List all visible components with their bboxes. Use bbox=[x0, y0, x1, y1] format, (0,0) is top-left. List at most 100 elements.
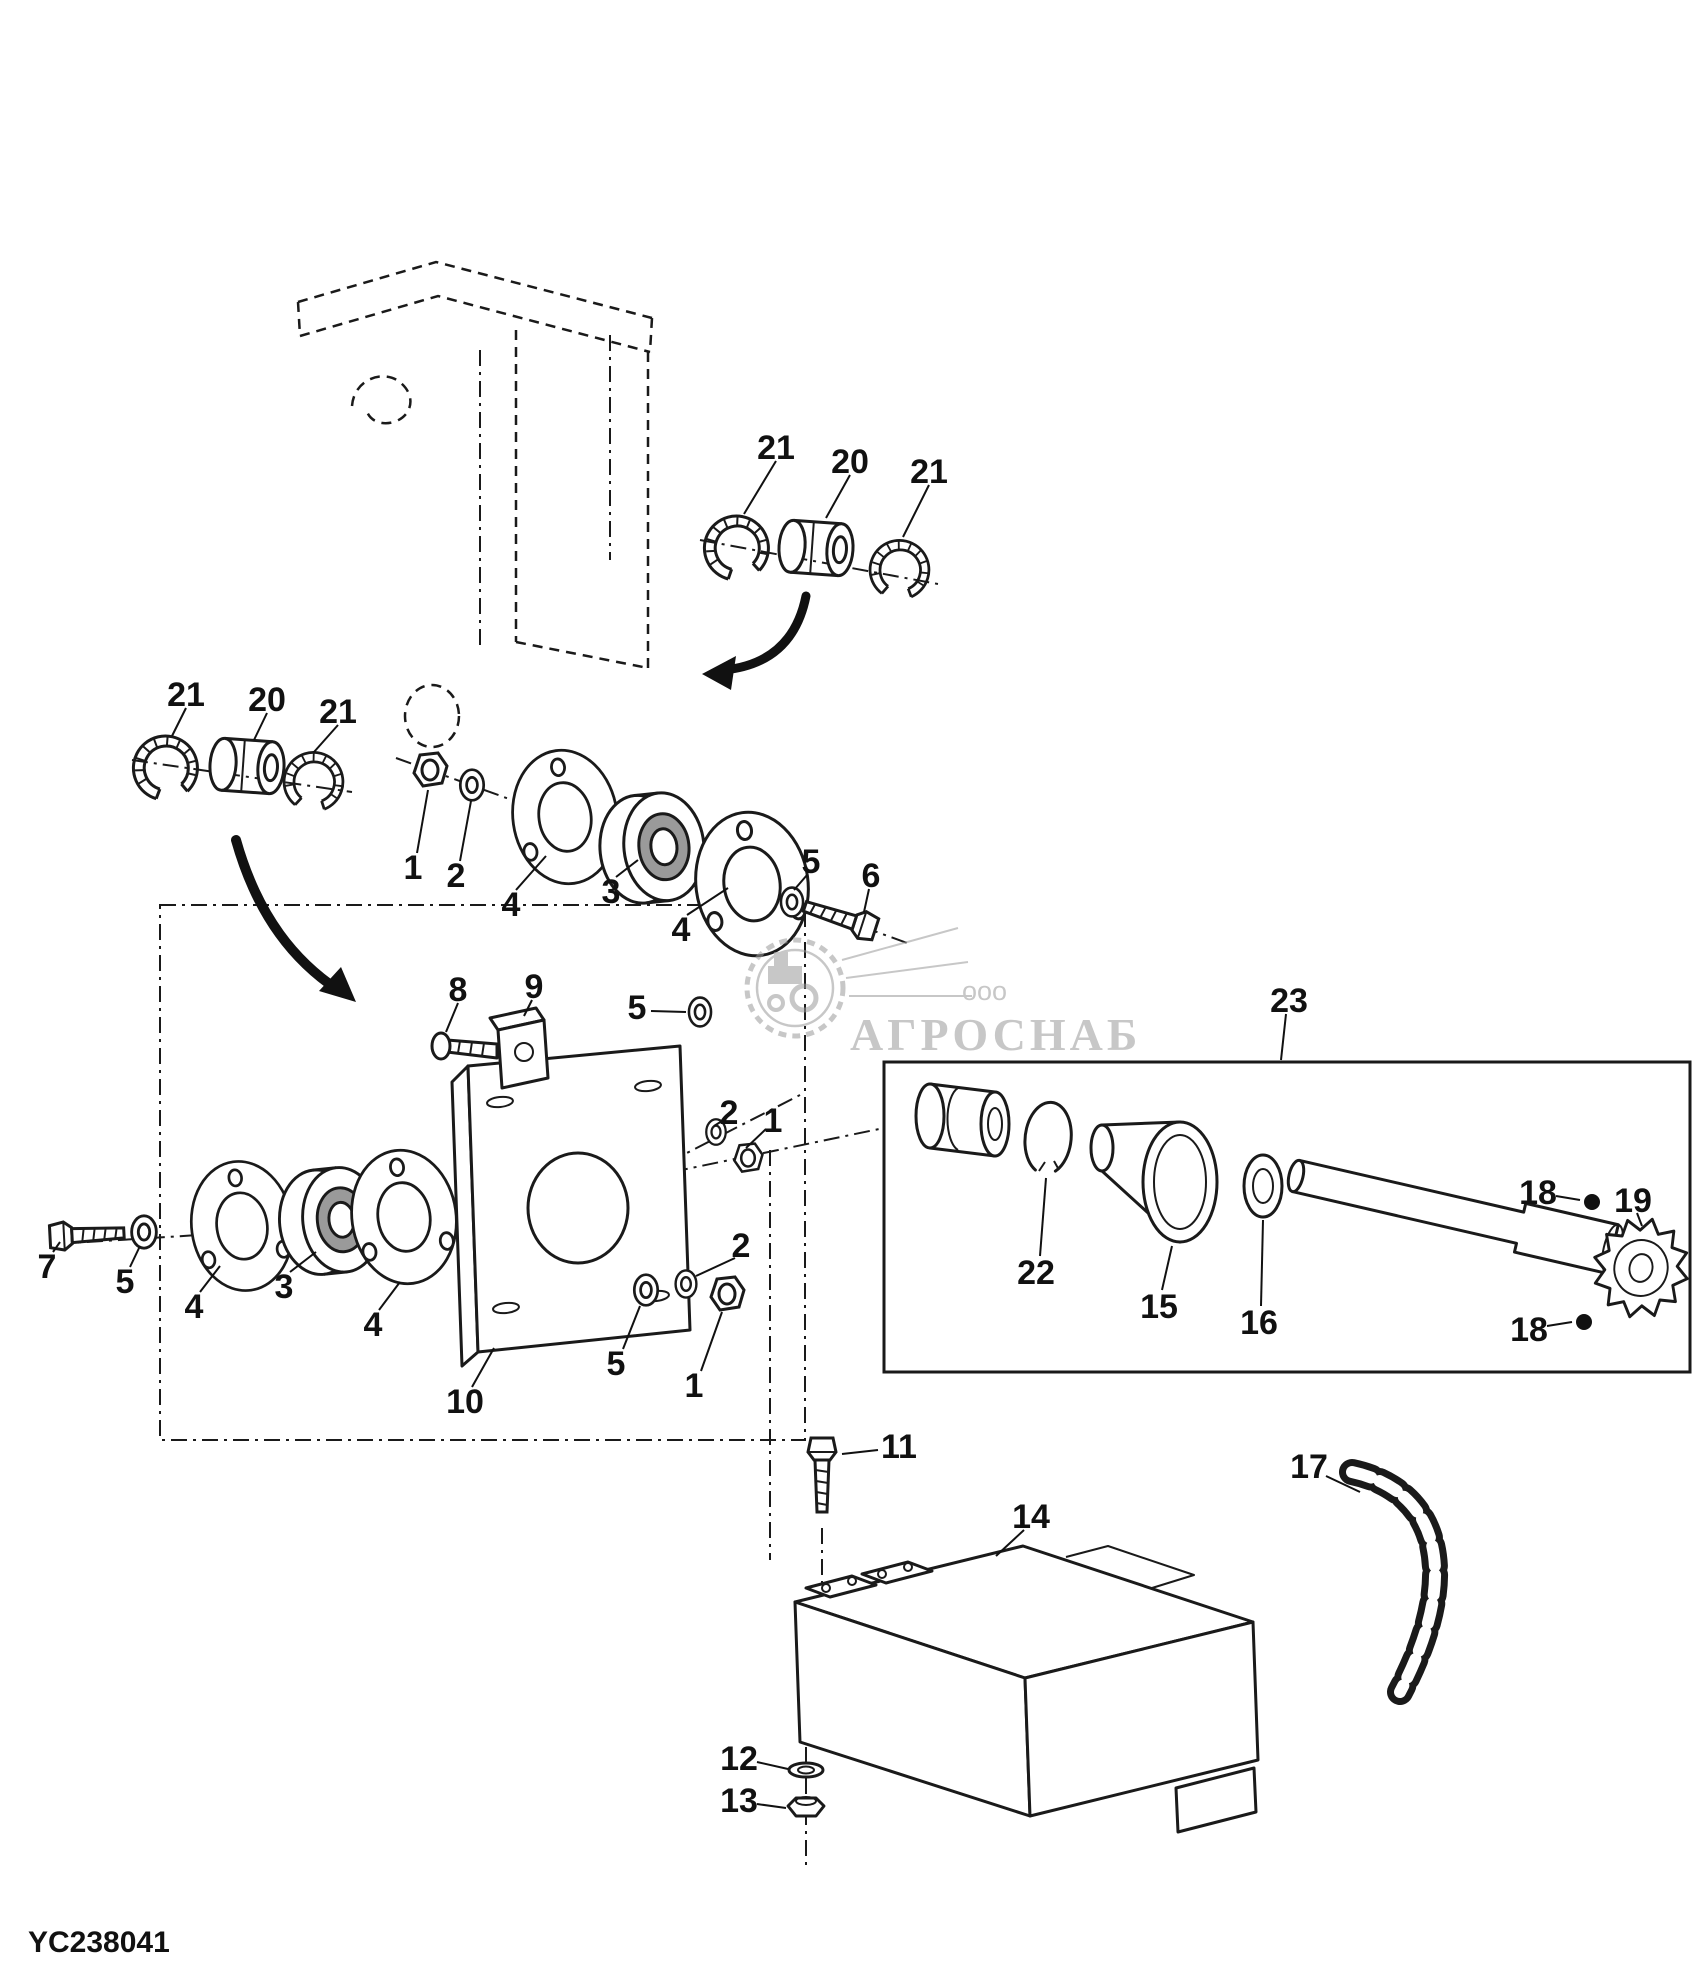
callout-label-9: 9 bbox=[525, 968, 544, 1006]
callout-label-16: 16 bbox=[1240, 1304, 1278, 1342]
support-channel bbox=[793, 1544, 1260, 1834]
callout-leader-7 bbox=[52, 1241, 61, 1253]
pad-hole bbox=[877, 1569, 887, 1579]
callout-label-21: 21 bbox=[167, 676, 205, 714]
callout-label-3: 3 bbox=[602, 873, 621, 911]
frame-outline-dashed bbox=[296, 260, 654, 749]
callout-leader-23 bbox=[1280, 1013, 1287, 1061]
channel-right-face bbox=[1023, 1620, 1260, 1818]
frame-bearing-hole-dashed bbox=[403, 683, 461, 749]
callout-label-4: 4 bbox=[364, 1306, 383, 1344]
roller-chain bbox=[1339, 1459, 1449, 1705]
callout-label-21: 21 bbox=[910, 453, 948, 491]
callout-leader-21 bbox=[902, 484, 930, 538]
callout-leader-18 bbox=[1555, 1195, 1581, 1201]
callout-label-19: 19 bbox=[1614, 1182, 1652, 1220]
plate-slot bbox=[486, 1095, 514, 1109]
callout-leader-11 bbox=[841, 1449, 879, 1455]
watermark-name: АГРОСНАБ bbox=[850, 1009, 1141, 1060]
callout-leader-3 bbox=[615, 859, 639, 878]
mounting-plate-group bbox=[430, 996, 764, 1368]
plate-slot bbox=[492, 1301, 520, 1315]
callout-leader-1 bbox=[416, 789, 429, 854]
bushing-kit-top bbox=[697, 509, 936, 604]
callout-leader-16 bbox=[1260, 1219, 1264, 1307]
callout-leader-10 bbox=[471, 1347, 495, 1388]
callout-leader-9 bbox=[523, 999, 533, 1017]
axis-top-bushing bbox=[699, 539, 939, 585]
flat-washer bbox=[674, 1269, 698, 1299]
plate-slot bbox=[634, 1079, 662, 1093]
shaft-kit-box bbox=[882, 1060, 1692, 1374]
callout-leader-22 bbox=[1039, 1177, 1047, 1257]
callout-label-20: 20 bbox=[831, 443, 869, 481]
callout-label-5: 5 bbox=[607, 1345, 626, 1383]
watermark-rays bbox=[841, 927, 972, 997]
bracket-hole bbox=[514, 1042, 534, 1062]
roll-pin bbox=[1576, 1314, 1592, 1330]
callout-leader-5 bbox=[650, 1010, 687, 1013]
thrust-washer bbox=[1242, 1153, 1284, 1219]
callout-leader-20 bbox=[253, 712, 268, 741]
pad-hole bbox=[903, 1562, 913, 1572]
callout-leader-4 bbox=[199, 1265, 221, 1293]
arrow-left bbox=[231, 835, 343, 995]
callout-label-21: 21 bbox=[319, 693, 357, 731]
callout-label-18: 18 bbox=[1510, 1311, 1548, 1349]
lock-washer bbox=[458, 768, 486, 802]
callout-label-18: 18 bbox=[1519, 1174, 1557, 1212]
plate-center-hole bbox=[526, 1151, 630, 1265]
callout-leader-4 bbox=[686, 887, 729, 916]
callout-label-6: 6 bbox=[862, 857, 881, 895]
callout-label-5: 5 bbox=[802, 843, 821, 881]
assembly-arrows bbox=[231, 591, 811, 1002]
callout-label-10: 10 bbox=[446, 1383, 484, 1421]
callout-label-7: 7 bbox=[38, 1248, 57, 1286]
callout-label-22: 22 bbox=[1017, 1254, 1055, 1292]
hex-nut bbox=[709, 1275, 746, 1312]
watermark: ооо АГРОСНАБ bbox=[744, 927, 1141, 1060]
callout-label-1: 1 bbox=[404, 849, 423, 887]
callout-label-8: 8 bbox=[449, 971, 468, 1009]
callout-label-13: 13 bbox=[720, 1782, 758, 1820]
callout-label-2: 2 bbox=[447, 857, 466, 895]
assembly-boundary-dashed bbox=[159, 904, 806, 1441]
callout-leader-4 bbox=[515, 855, 547, 891]
carriage-bolt bbox=[430, 1031, 499, 1061]
callout-leader-20 bbox=[825, 474, 851, 519]
callout-leader-15 bbox=[1161, 1245, 1173, 1291]
callout-label-17: 17 bbox=[1290, 1448, 1328, 1486]
hex-bolt-11 bbox=[806, 1436, 838, 1514]
channel-step-cut bbox=[1065, 1545, 1195, 1589]
callout-label-1: 1 bbox=[764, 1102, 783, 1140]
hex-nut bbox=[412, 751, 449, 788]
callout-leader-4 bbox=[378, 1281, 401, 1311]
nut-13 bbox=[786, 1796, 826, 1818]
frame-center-lines bbox=[479, 335, 611, 645]
callout-label-14: 14 bbox=[1012, 1498, 1050, 1536]
arrow-top-head bbox=[702, 656, 736, 690]
callout-label-2: 2 bbox=[720, 1094, 739, 1132]
callout-leader-2 bbox=[713, 1120, 723, 1127]
callout-leader-5 bbox=[129, 1245, 141, 1268]
shaft-collar bbox=[914, 1082, 1011, 1158]
lower-bearing-assembly bbox=[47, 1142, 467, 1299]
sprocket bbox=[1593, 1217, 1689, 1319]
callout-label-5: 5 bbox=[116, 1263, 135, 1301]
lock-washer bbox=[632, 1273, 660, 1307]
callout-leader-8 bbox=[445, 1002, 459, 1033]
figure-code: YC238041 bbox=[28, 1926, 170, 1959]
callout-label-15: 15 bbox=[1140, 1288, 1178, 1326]
pad-hole bbox=[847, 1576, 857, 1586]
callout-leader-12 bbox=[756, 1761, 789, 1770]
hex-nut bbox=[733, 1142, 764, 1173]
callout-label-2: 2 bbox=[732, 1227, 751, 1265]
arrow-left-head bbox=[319, 967, 356, 1002]
lock-washer bbox=[687, 996, 713, 1028]
callout-label-20: 20 bbox=[248, 681, 286, 719]
callout-leader-21 bbox=[743, 460, 777, 515]
callout-label-4: 4 bbox=[672, 911, 691, 949]
callout-label-23: 23 bbox=[1270, 982, 1308, 1020]
callout-leader-13 bbox=[756, 1803, 787, 1809]
snap-ring bbox=[277, 744, 351, 817]
